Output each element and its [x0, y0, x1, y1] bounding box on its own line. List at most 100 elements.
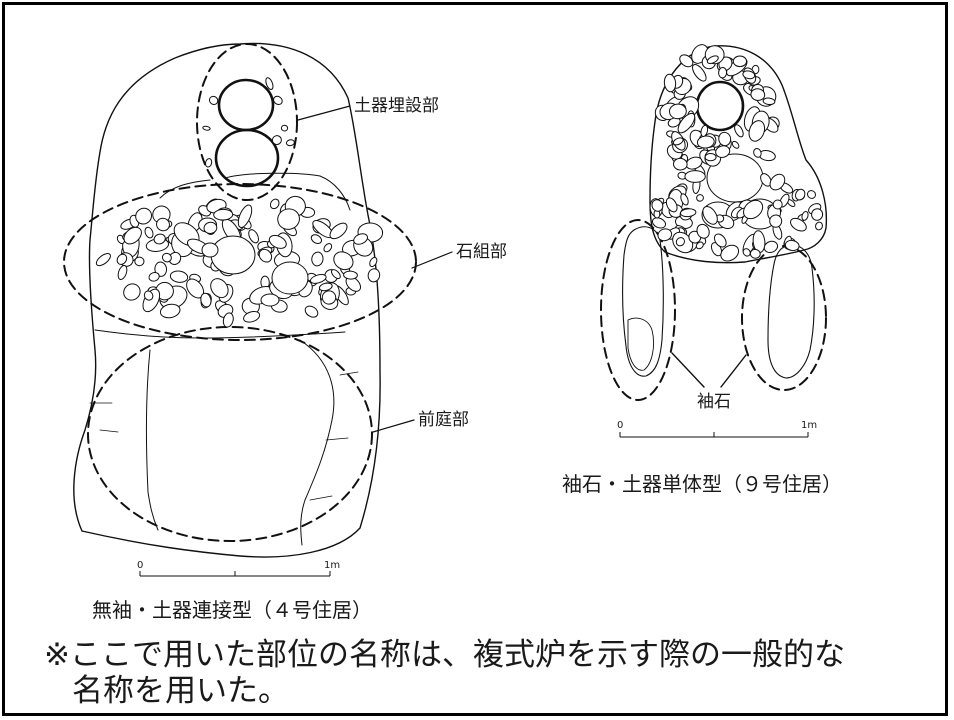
hearth-b-sleeve-stone-left-lower [627, 317, 655, 371]
stone [748, 120, 766, 142]
stone [801, 211, 809, 221]
stone [720, 244, 740, 262]
stone [673, 157, 688, 171]
stone [715, 145, 731, 158]
stone [769, 214, 783, 228]
stone [143, 290, 154, 301]
leader-line-ishigumi [411, 251, 453, 269]
stone [794, 188, 806, 201]
stone [155, 281, 174, 301]
stone [769, 173, 786, 191]
hearth-b-pit-outline [649, 45, 828, 264]
stone [367, 268, 381, 283]
stone [695, 241, 704, 250]
stone [657, 228, 673, 242]
hearth-a-pit-outline [73, 42, 381, 558]
caption-hearth-a: 無袖・土器連接型（４号住居） [92, 598, 372, 622]
stone [749, 248, 761, 259]
stone [343, 270, 358, 280]
stone [161, 252, 172, 263]
stone [304, 305, 319, 318]
stone [696, 194, 704, 202]
stone [763, 240, 779, 253]
stone [159, 303, 181, 319]
stone [154, 261, 168, 277]
stone [353, 233, 368, 245]
stone [123, 226, 142, 245]
stone [237, 204, 253, 228]
stone [772, 199, 783, 210]
stone [265, 77, 274, 90]
hearth-a-stones [95, 77, 384, 328]
stone [203, 221, 218, 235]
stone [169, 270, 189, 283]
stone [732, 55, 747, 68]
label-sodeishi: 袖石 [697, 392, 731, 412]
sodeishi-region-right [741, 245, 827, 391]
stone [269, 198, 280, 210]
stone [742, 248, 751, 257]
stone [200, 292, 212, 308]
note-line-2: 名称を用いた。 [72, 673, 289, 709]
stone [329, 222, 348, 240]
hearth-b-sleeve-stone-right [767, 244, 815, 379]
stone [753, 148, 762, 158]
stone-large [260, 293, 280, 307]
stone [672, 137, 684, 146]
stone [713, 233, 727, 248]
stone [760, 173, 772, 187]
stone [718, 67, 728, 79]
stone [790, 217, 807, 232]
stone [652, 217, 666, 229]
ishigumi-region [63, 183, 417, 341]
stone [333, 251, 354, 271]
stone [258, 248, 273, 263]
hearth-a-drawing [63, 42, 453, 558]
stone [277, 208, 300, 230]
stone [731, 140, 740, 149]
stone [95, 253, 111, 267]
stone [806, 190, 817, 199]
stone [285, 139, 295, 147]
hearth-b-sleeve-stone-left [622, 226, 664, 377]
stone [675, 237, 685, 247]
stone [680, 193, 689, 206]
leader-line-zentei [372, 419, 415, 433]
stone [213, 208, 234, 221]
stone [700, 124, 709, 137]
stone [677, 112, 696, 134]
stone [156, 217, 170, 232]
hearth-a-inner-line [339, 371, 359, 376]
stone [679, 54, 694, 68]
stone [704, 153, 717, 162]
stone [331, 269, 341, 280]
stone [273, 95, 283, 106]
leader-line-doki [297, 105, 351, 121]
sodeishi-region-left [600, 219, 676, 401]
stone [742, 70, 756, 80]
stone-large [210, 235, 256, 275]
stone [134, 256, 145, 267]
stone [669, 103, 687, 120]
stone [208, 95, 219, 105]
stone [665, 197, 678, 213]
stone [706, 55, 719, 65]
stone [750, 88, 766, 101]
hearth-a-inner-line [99, 429, 119, 433]
scale-bar-b [619, 432, 809, 438]
stone [311, 251, 324, 267]
scale-a-end: 1m [324, 560, 341, 571]
stone [310, 234, 323, 245]
stone [369, 256, 378, 268]
stone [123, 283, 141, 301]
hearth-b-stones [649, 44, 824, 262]
scale-b-end: 1m [801, 420, 818, 431]
hearth-a-inner-line [159, 179, 211, 199]
stone [222, 312, 234, 328]
stone [651, 199, 664, 212]
stone [204, 158, 213, 168]
hearth-a-inner-line [309, 495, 333, 501]
